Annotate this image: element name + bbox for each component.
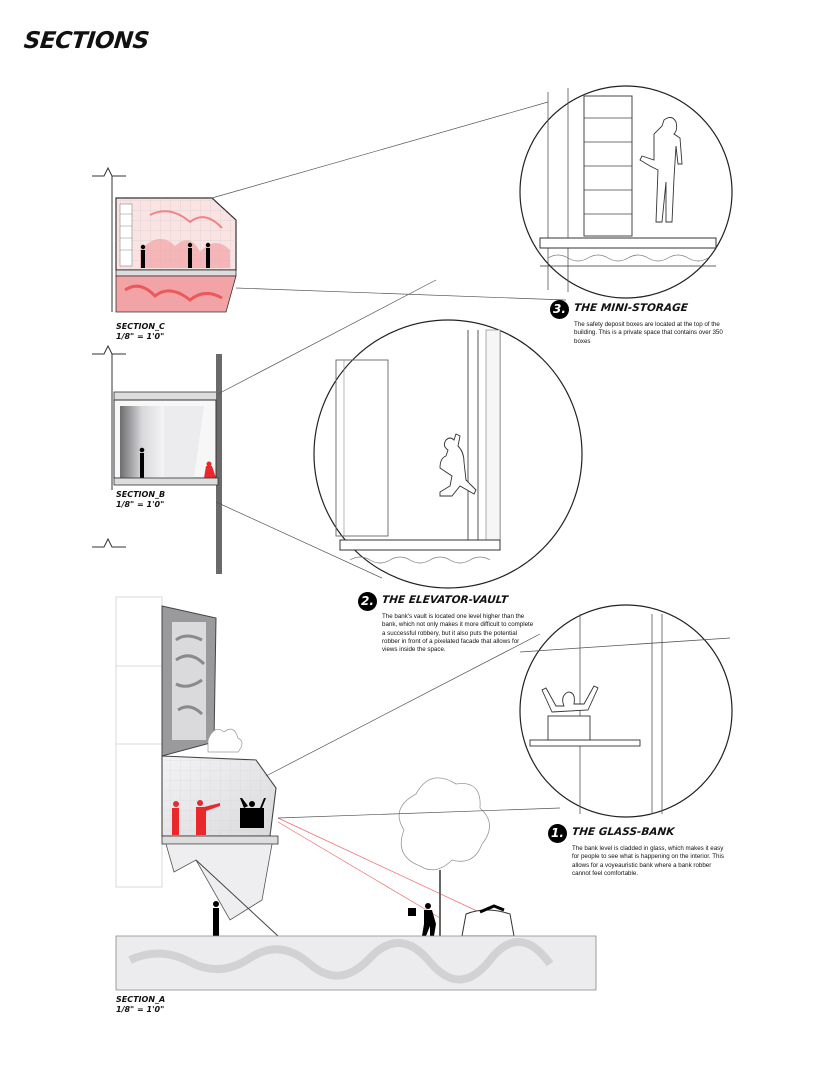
robber-silhouette <box>204 461 216 478</box>
person-silhouette <box>140 242 211 268</box>
person-silhouette <box>139 447 145 478</box>
section-b-drawing <box>92 344 222 574</box>
section-a-drawing <box>92 537 597 991</box>
section-scale: 1/8" = 1'0" <box>116 332 165 341</box>
callout-number: 3. <box>550 300 569 319</box>
callout-number: 2. <box>358 592 377 611</box>
section-scale: 1/8" = 1'0" <box>116 500 165 509</box>
section-name: SECTION_B <box>116 490 166 499</box>
section-name: SECTION_C <box>116 322 165 331</box>
detail-circle-mini-storage <box>519 85 733 299</box>
section-name: SECTION_A <box>116 995 166 1004</box>
callout-number: 1. <box>548 824 567 843</box>
detail-circle-elevator-vault <box>313 319 583 589</box>
section-a-label: SECTION_A 1/8" = 1'0" <box>116 995 165 1015</box>
callout-text: The safety deposit boxes are located at … <box>574 321 723 345</box>
section-b-label: SECTION_B 1/8" = 1'0" <box>116 490 165 510</box>
detail-circle-glass-bank <box>519 604 733 818</box>
section-scale: 1/8" = 1'0" <box>116 1005 165 1014</box>
teller-silhouette <box>240 798 266 828</box>
callout-text: The bank's vault is located one level hi… <box>382 613 534 654</box>
callout-text: The bank level is cladded in glass, whic… <box>572 845 724 877</box>
section-c-drawing <box>92 166 237 313</box>
callout-title: THE GLASS-BANK <box>571 826 676 838</box>
robber-silhouette <box>172 800 220 835</box>
pedestrian-silhouette <box>213 901 436 936</box>
callout-title: THE MINI-STORAGE <box>573 302 689 314</box>
section-c-label: SECTION_C 1/8" = 1'0" <box>116 322 165 342</box>
callout-title: THE ELEVATOR-VAULT <box>381 594 509 606</box>
